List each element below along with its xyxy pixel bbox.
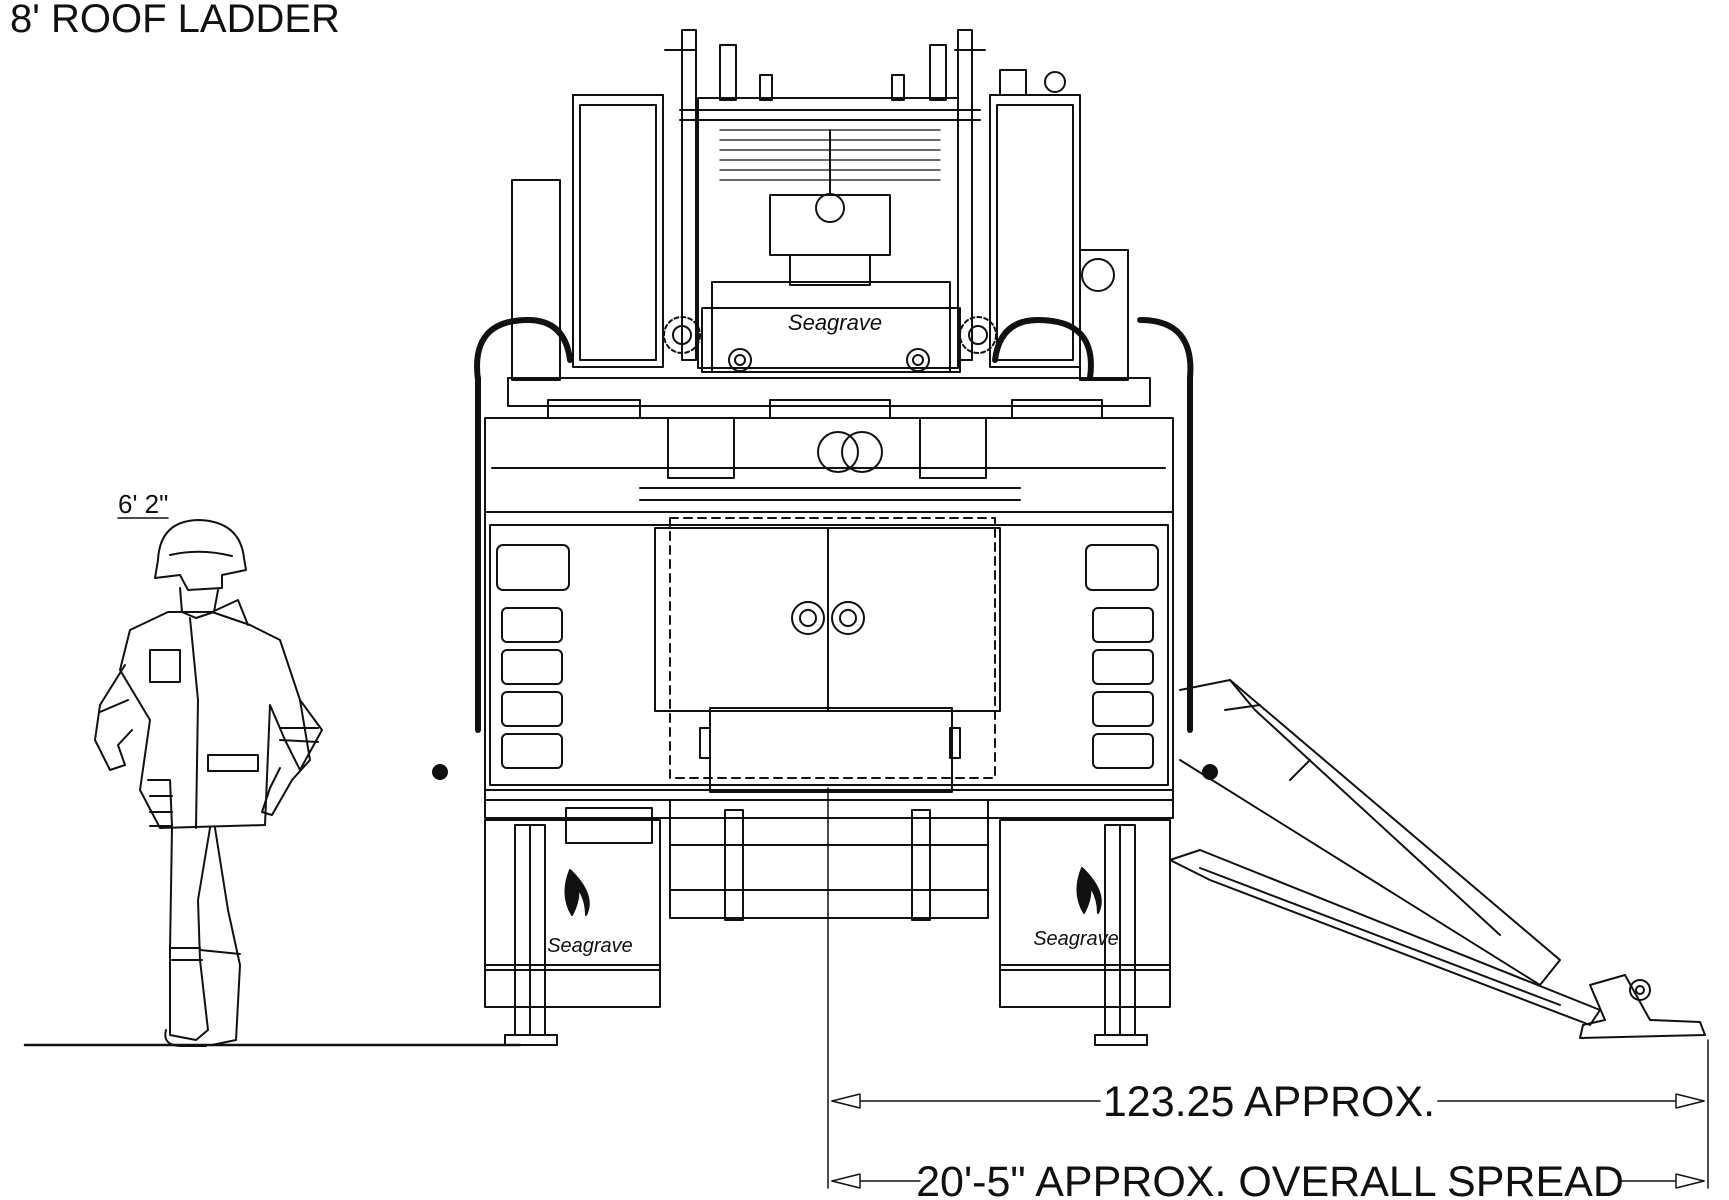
brand-mudflap-right: Seagrave [1033, 928, 1119, 950]
outrigger-extended [1169, 679, 1706, 1039]
person-height-label: 6' 2" [118, 489, 168, 519]
dimension-inner-label: 123.25 APPROX. [1103, 1078, 1435, 1126]
dimension-outer: 20'-5" APPROX. OVERALL SPREAD [831, 1158, 1705, 1200]
rear-light-cluster-left [496, 544, 570, 769]
truck-body [484, 377, 1174, 819]
knob-left-icon [432, 764, 448, 780]
brand-mudflap-left: Seagrave [547, 935, 633, 957]
rear-compartment [654, 517, 1001, 793]
brand-logo-center: Seagrave [788, 310, 882, 335]
dimension-inner: 123.25 APPROX. [831, 1078, 1705, 1126]
knob-right-icon [1202, 764, 1218, 780]
stabilizer-right [1094, 824, 1148, 1046]
rear-chassis [565, 799, 989, 921]
stabilizer-left [504, 824, 558, 1046]
right-rear-wheel: Seagrave [999, 819, 1171, 1008]
dimension-outer-label: 20'-5" APPROX. OVERALL SPREAD [916, 1158, 1624, 1200]
aerial-upper-structure: Seagrave [474, 29, 1194, 733]
dimension-extension-lines [827, 787, 1709, 1189]
firefighter-figure: 6' 2" [94, 489, 323, 1047]
left-rear-wheel: Seagrave [484, 819, 661, 1008]
drawing-title: 8' ROOF LADDER [10, 0, 340, 41]
rear-light-cluster-right [1085, 544, 1159, 769]
